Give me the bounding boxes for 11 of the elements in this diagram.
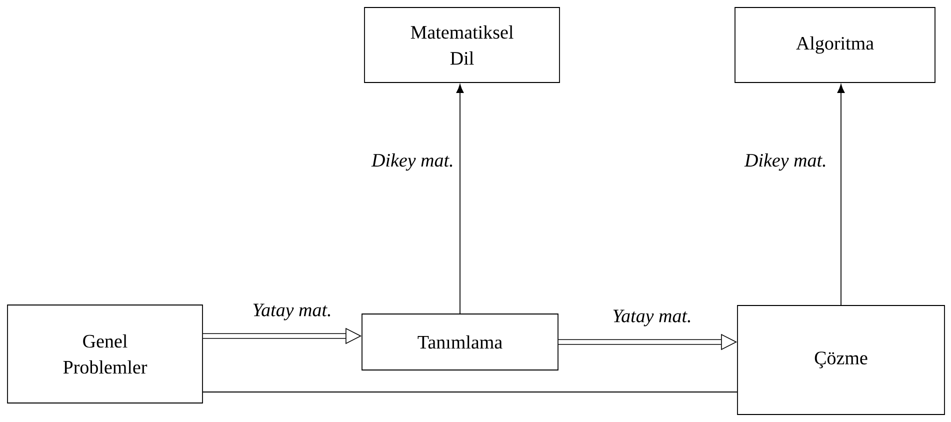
edge-label: Yatay mat.: [251, 302, 333, 322]
edge-label: Yatay mat.: [611, 308, 693, 328]
process-box: Çözme: [737, 305, 945, 415]
arrow: [837, 84, 845, 306]
process-box: Tanımlama: [362, 314, 558, 370]
process-box: Matematiksel Dil: [364, 7, 560, 83]
arrow: [456, 84, 464, 314]
process-box: Genel Problemler: [7, 304, 203, 404]
edge-label: Dikey mat.: [370, 152, 455, 172]
process-box: Algoritma: [734, 7, 936, 83]
edge-label: Dikey mat.: [744, 152, 828, 172]
